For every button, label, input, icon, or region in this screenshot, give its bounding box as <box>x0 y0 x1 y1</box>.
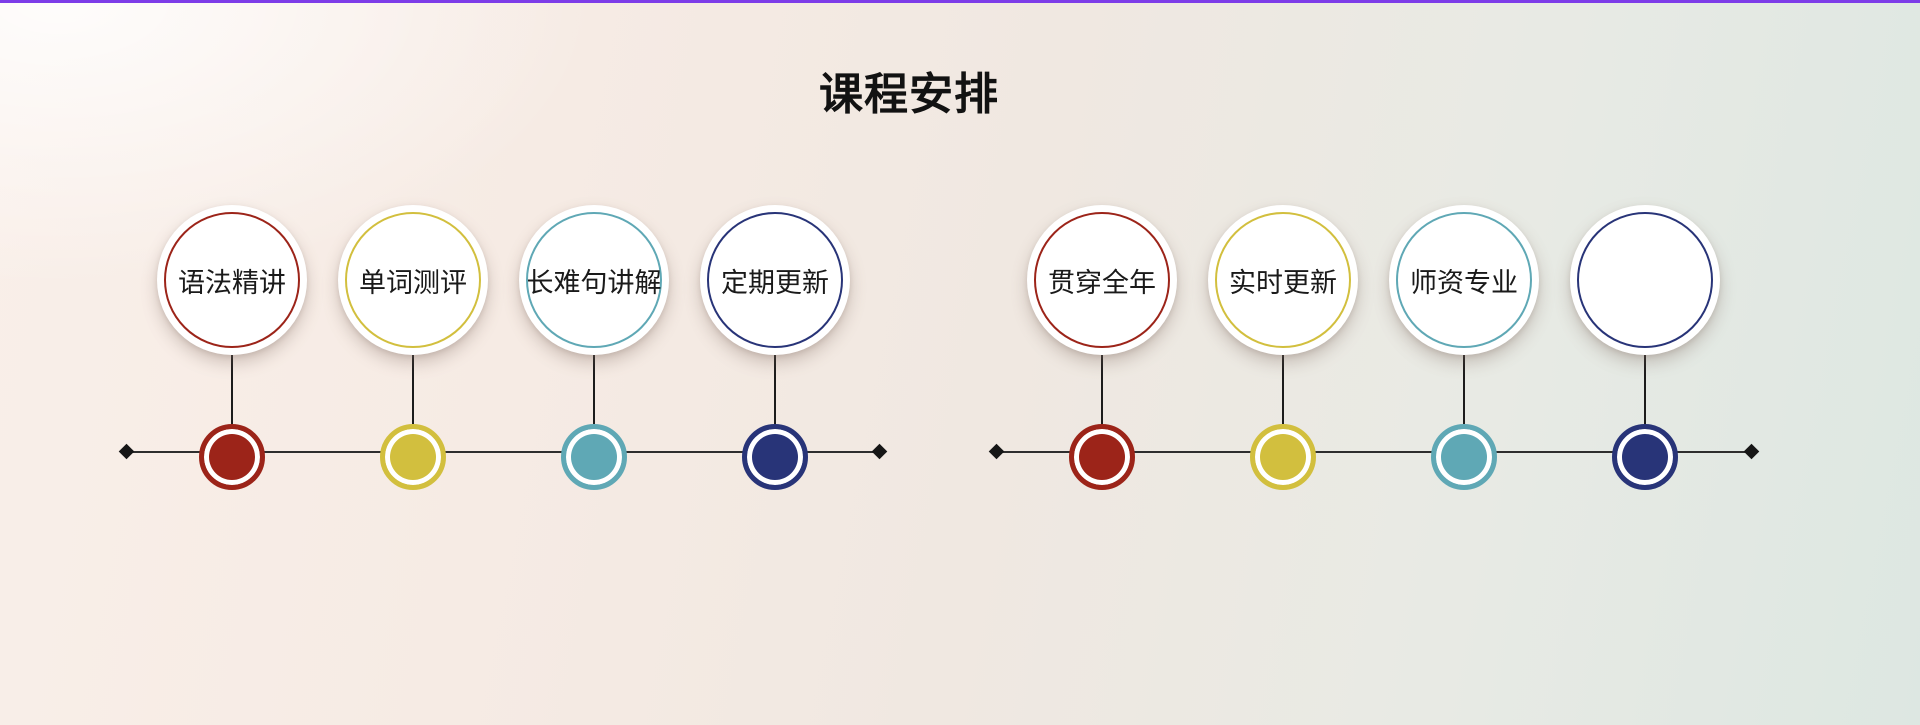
timeline-dot-icon <box>1069 424 1135 490</box>
topic-label: 实时更新 <box>1229 267 1337 298</box>
top-accent-border <box>0 0 1920 3</box>
timeline-dot-icon <box>380 424 446 490</box>
timeline-dot-icon <box>1612 424 1678 490</box>
connector-line <box>231 355 233 424</box>
topic-label: 长难句讲解 <box>526 267 662 298</box>
diamond-endpoint-icon <box>1743 443 1760 460</box>
topic-label: 单词测评 <box>359 267 467 298</box>
timeline-axis-right <box>997 451 1752 453</box>
topic-circle: 单词测评 <box>338 205 488 355</box>
timeline-dot-icon <box>1250 424 1316 490</box>
timeline-node <box>1570 205 1720 490</box>
timeline-axis-left <box>127 451 880 453</box>
timeline-dot-icon <box>742 424 808 490</box>
connector-line <box>1282 355 1284 424</box>
timeline-node: 长难句讲解 <box>519 205 669 490</box>
timeline-dot-icon <box>199 424 265 490</box>
diamond-endpoint-icon <box>118 443 135 460</box>
topic-circle: 实时更新 <box>1208 205 1358 355</box>
connector-line <box>412 355 414 424</box>
topic-label: 贯穿全年 <box>1048 267 1156 298</box>
timeline-node: 师资专业 <box>1389 205 1539 490</box>
connector-line <box>774 355 776 424</box>
timeline-dot-icon <box>561 424 627 490</box>
topic-circle: 贯穿全年 <box>1027 205 1177 355</box>
timeline-node: 实时更新 <box>1208 205 1358 490</box>
diamond-endpoint-icon <box>988 443 1005 460</box>
connector-line <box>1463 355 1465 424</box>
timeline-dot-icon <box>1431 424 1497 490</box>
timeline-node: 单词测评 <box>338 205 488 490</box>
timeline-node: 语法精讲 <box>157 205 307 490</box>
topic-label: 师资专业 <box>1410 267 1518 298</box>
topic-circle: 语法精讲 <box>157 205 307 355</box>
topic-label: 语法精讲 <box>178 267 286 298</box>
topic-circle: 定期更新 <box>700 205 850 355</box>
connector-line <box>593 355 595 424</box>
topic-circle: 长难句讲解 <box>519 205 669 355</box>
topic-circle: 师资专业 <box>1389 205 1539 355</box>
page-title: 课程安排 <box>819 70 999 119</box>
connector-line <box>1101 355 1103 424</box>
topic-label: 定期更新 <box>721 267 829 298</box>
topic-circle <box>1570 205 1720 355</box>
timeline-node: 定期更新 <box>700 205 850 490</box>
diamond-endpoint-icon <box>871 443 888 460</box>
timeline-node: 贯穿全年 <box>1027 205 1177 490</box>
connector-line <box>1644 355 1646 424</box>
